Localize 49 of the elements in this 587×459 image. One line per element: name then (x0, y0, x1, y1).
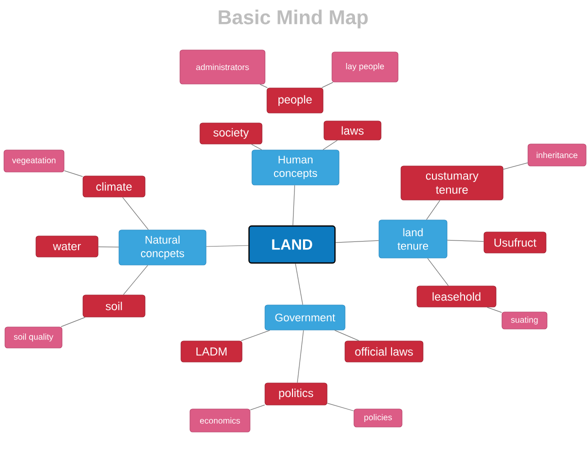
topic-box: Government (264, 304, 346, 330)
connector-line (327, 402, 354, 412)
connector-line (64, 170, 83, 177)
branch-box: LADM (180, 340, 242, 362)
connector-line (486, 307, 502, 313)
connector-line (503, 162, 528, 170)
leaf-box: administrators (180, 50, 266, 84)
connector-line (260, 84, 268, 88)
branch-box: official laws (344, 340, 424, 362)
leaf-box: economics (190, 408, 250, 432)
branch-box: people (266, 88, 324, 114)
title: Basic Mind Map (218, 10, 368, 28)
branch-box: society (200, 122, 262, 144)
topic-box: Natural concpets (118, 230, 206, 266)
connector-line (295, 263, 304, 305)
central-topic-box: LAND (248, 225, 336, 264)
connector-line (447, 240, 484, 242)
branch-box: leasehold (416, 286, 496, 308)
branch-box: soil (82, 294, 146, 318)
topic-box: Human concepts (252, 150, 340, 186)
branch-box: custumary tenure (400, 166, 504, 200)
leaf-box: vegeatation (4, 150, 64, 172)
connector-line (322, 140, 338, 150)
leaf-box: policies (354, 408, 402, 428)
branch-box: Usufruct (484, 232, 546, 254)
connector-line (123, 265, 148, 295)
connector-line (60, 317, 86, 327)
connector-line (98, 246, 119, 248)
connector-line (206, 245, 249, 247)
connector-line (334, 330, 360, 341)
connector-line (335, 240, 379, 243)
connector-line (122, 197, 149, 230)
connector-line (427, 258, 449, 286)
connector-line (297, 330, 304, 383)
leaf-box: inheritance (528, 144, 586, 166)
connector-line (426, 200, 440, 220)
branch-box: water (36, 236, 98, 258)
topic-box: land tenure (378, 220, 448, 258)
connector-line (251, 144, 262, 150)
branch-box: politics (264, 382, 328, 406)
branch-box: laws (324, 120, 382, 140)
connector-line (250, 404, 265, 410)
leaf-box: soil quality (4, 326, 62, 348)
leaf-box: suating (502, 312, 548, 330)
leaf-box: lay people (332, 52, 398, 82)
connector-line (240, 330, 270, 341)
connector-line (321, 82, 334, 88)
connector-line (292, 185, 295, 226)
branch-box: climate (82, 176, 146, 198)
